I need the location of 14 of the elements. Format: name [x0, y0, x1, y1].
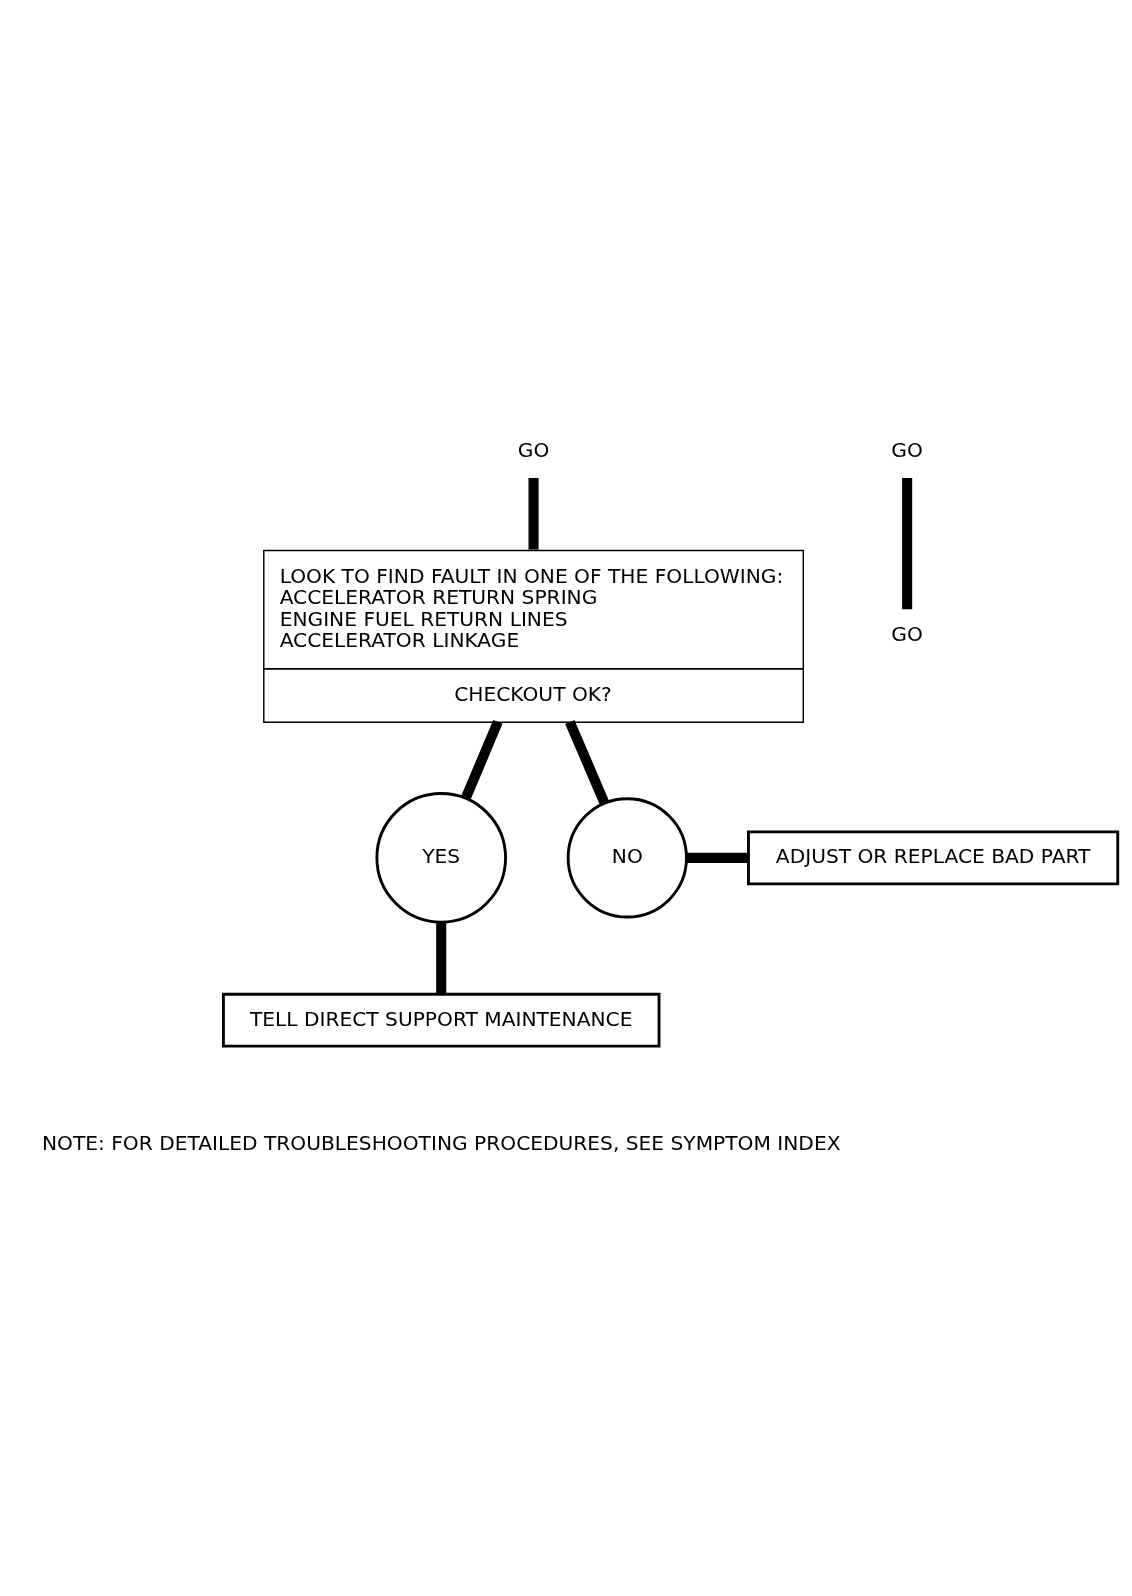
node-box: TELL DIRECT SUPPORT MAINTENANCE: [221, 992, 661, 1048]
connector: [461, 719, 503, 801]
connector: [528, 477, 539, 550]
node-text: GO: [891, 621, 923, 646]
connector: [687, 852, 749, 863]
node-circle: NO: [566, 797, 688, 919]
label: NOTE: FOR DETAILED TROUBLESHOOTING PROCEDURES, SEE SYMPTOM INDEX: [41, 1130, 841, 1155]
connector: [902, 477, 913, 610]
node-box: ADJUST OR REPLACE BAD PART: [747, 830, 1120, 886]
connector: [565, 719, 610, 805]
node-text: GO: [891, 438, 923, 463]
connector: [436, 922, 447, 994]
node-text: GO: [517, 438, 550, 463]
node-circle: YES: [375, 792, 507, 924]
